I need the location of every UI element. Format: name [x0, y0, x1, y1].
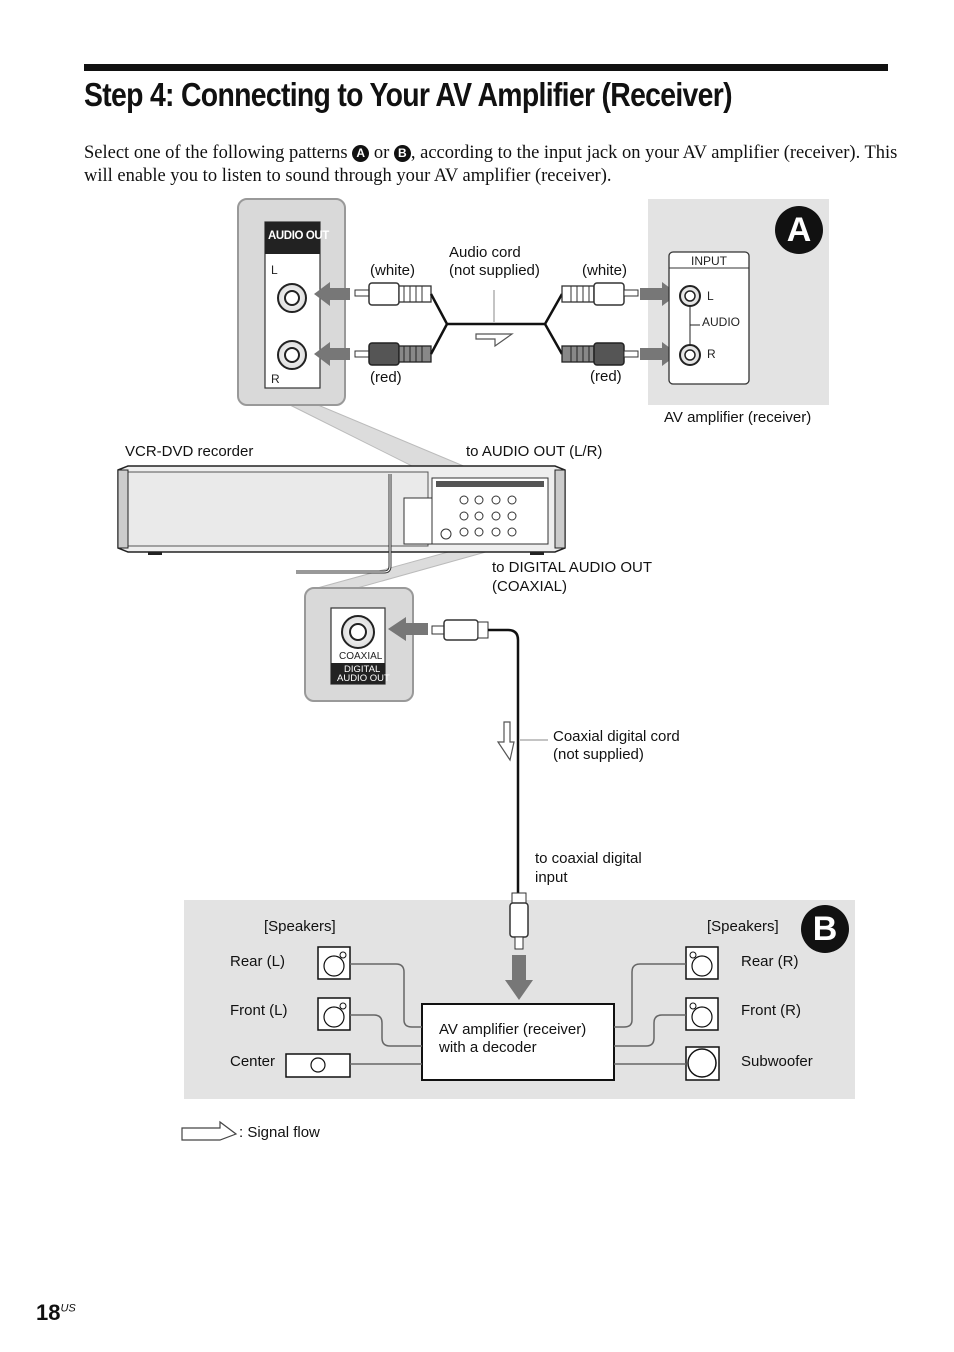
speaker-front-r — [685, 997, 719, 1031]
rca-plug-left-red — [354, 342, 432, 366]
center-label: Center — [230, 1053, 276, 1070]
signal-arrow-l — [314, 282, 350, 306]
signal-arrow-into-amp — [505, 955, 533, 1000]
pattern-b-marker: B — [393, 145, 411, 162]
rca-plug-right-white — [561, 282, 639, 306]
audio-out-header-bg — [265, 222, 320, 254]
audio-out-r-label: R — [271, 372, 280, 386]
intro-part2: , according to the input jack on your AV… — [84, 143, 898, 186]
recorder-label: VCR-DVD recorder — [125, 443, 254, 460]
intro-or: or — [369, 143, 394, 163]
pattern-a-badge: A — [775, 206, 823, 254]
signal-arrow-r — [314, 342, 350, 366]
coax-plug-top — [431, 619, 489, 641]
decoder-amp-label: AV amplifier (receiver) — [439, 1021, 587, 1038]
page-title: Step 4: Connecting to Your AV Amplifier … — [84, 76, 733, 113]
decoder-amp-box — [421, 1003, 615, 1081]
signal-arrow-coaxial — [388, 617, 428, 641]
coaxial-digital-label: DIGITAL — [344, 664, 381, 675]
decoder-amp-label-2: with a decoder — [439, 1039, 537, 1056]
speaker-subwoofer — [685, 1046, 720, 1081]
coax-plug-bottom — [509, 892, 529, 950]
coaxial-audio-out-label: AUDIO OUT — [337, 673, 390, 684]
coaxial-jack-label: COAXIAL — [339, 651, 383, 662]
amp-input-header: INPUT — [691, 254, 727, 268]
rca-plug-right-red — [561, 342, 639, 366]
signal-flow-legend-label: : Signal flow — [239, 1124, 320, 1141]
pattern-a-marker: A — [352, 145, 370, 162]
legend-signal-flow-icon — [181, 1120, 238, 1141]
rear-l-label: Rear (L) — [230, 953, 286, 970]
front-l-label: Front (L) — [230, 1002, 288, 1019]
page-number-value: 18 — [36, 1300, 61, 1325]
red-left-label: (red) — [370, 369, 402, 386]
page-number: 18US — [36, 1300, 76, 1326]
signal-flow-arrow-a — [475, 333, 514, 348]
coaxial-label-bg — [331, 663, 385, 684]
coaxial-cord-note: (not supplied) — [553, 746, 644, 763]
to-digital-audio-out-label: to DIGITAL AUDIO OUT — [492, 559, 653, 576]
amp-input-l-label: L — [707, 289, 714, 303]
audio-cord-label: Audio cord — [449, 244, 521, 261]
white-left-label: (white) — [370, 262, 416, 279]
to-coaxial-input-label-2: input — [535, 869, 568, 886]
amp-input-audio-label: AUDIO — [702, 315, 741, 329]
title-rule — [84, 64, 888, 71]
coaxial-cord-wire — [488, 628, 520, 895]
subwoofer-label: Subwoofer — [741, 1053, 813, 1070]
rear-r-label: Rear (R) — [741, 953, 799, 970]
intro-paragraph: Select one of the following patterns A o… — [84, 142, 904, 188]
audio-cord-red-wire — [429, 323, 564, 355]
speakers-right-label: [Speakers] — [707, 918, 779, 935]
intro-part1: Select one of the following patterns — [84, 143, 353, 163]
white-right-label: (white) — [582, 262, 628, 279]
audio-cord-white-wire — [429, 293, 564, 326]
audio-out-l-label: L — [271, 263, 278, 277]
front-r-label: Front (R) — [741, 1002, 801, 1019]
vcr-dvd-recorder — [117, 465, 566, 574]
amp-receiver-label: AV amplifier (receiver) — [664, 409, 812, 426]
speaker-rear-l — [317, 946, 351, 980]
audio-out-header: AUDIO OUT — [268, 230, 329, 242]
amp-input-r-label: R — [707, 347, 716, 361]
speaker-center — [285, 1053, 351, 1078]
audio-cord-note: (not supplied) — [449, 262, 540, 279]
speaker-wires — [350, 963, 686, 1065]
to-digital-coaxial-label: (COAXIAL) — [492, 578, 568, 595]
to-coaxial-input-label: to coaxial digital — [535, 850, 642, 867]
speakers-left-label: [Speakers] — [264, 918, 336, 935]
signal-flow-arrow-b — [496, 721, 515, 762]
rca-plug-left-white — [354, 282, 432, 306]
speaker-front-l — [317, 997, 351, 1031]
to-audio-out-label: to AUDIO OUT (L/R) — [466, 443, 603, 460]
red-right-label: (red) — [590, 368, 622, 385]
coaxial-cord-label: Coaxial digital cord — [553, 728, 680, 745]
page-number-suffix: US — [60, 1302, 76, 1315]
speaker-rear-r — [685, 946, 719, 980]
pattern-b-badge: B — [801, 905, 849, 953]
